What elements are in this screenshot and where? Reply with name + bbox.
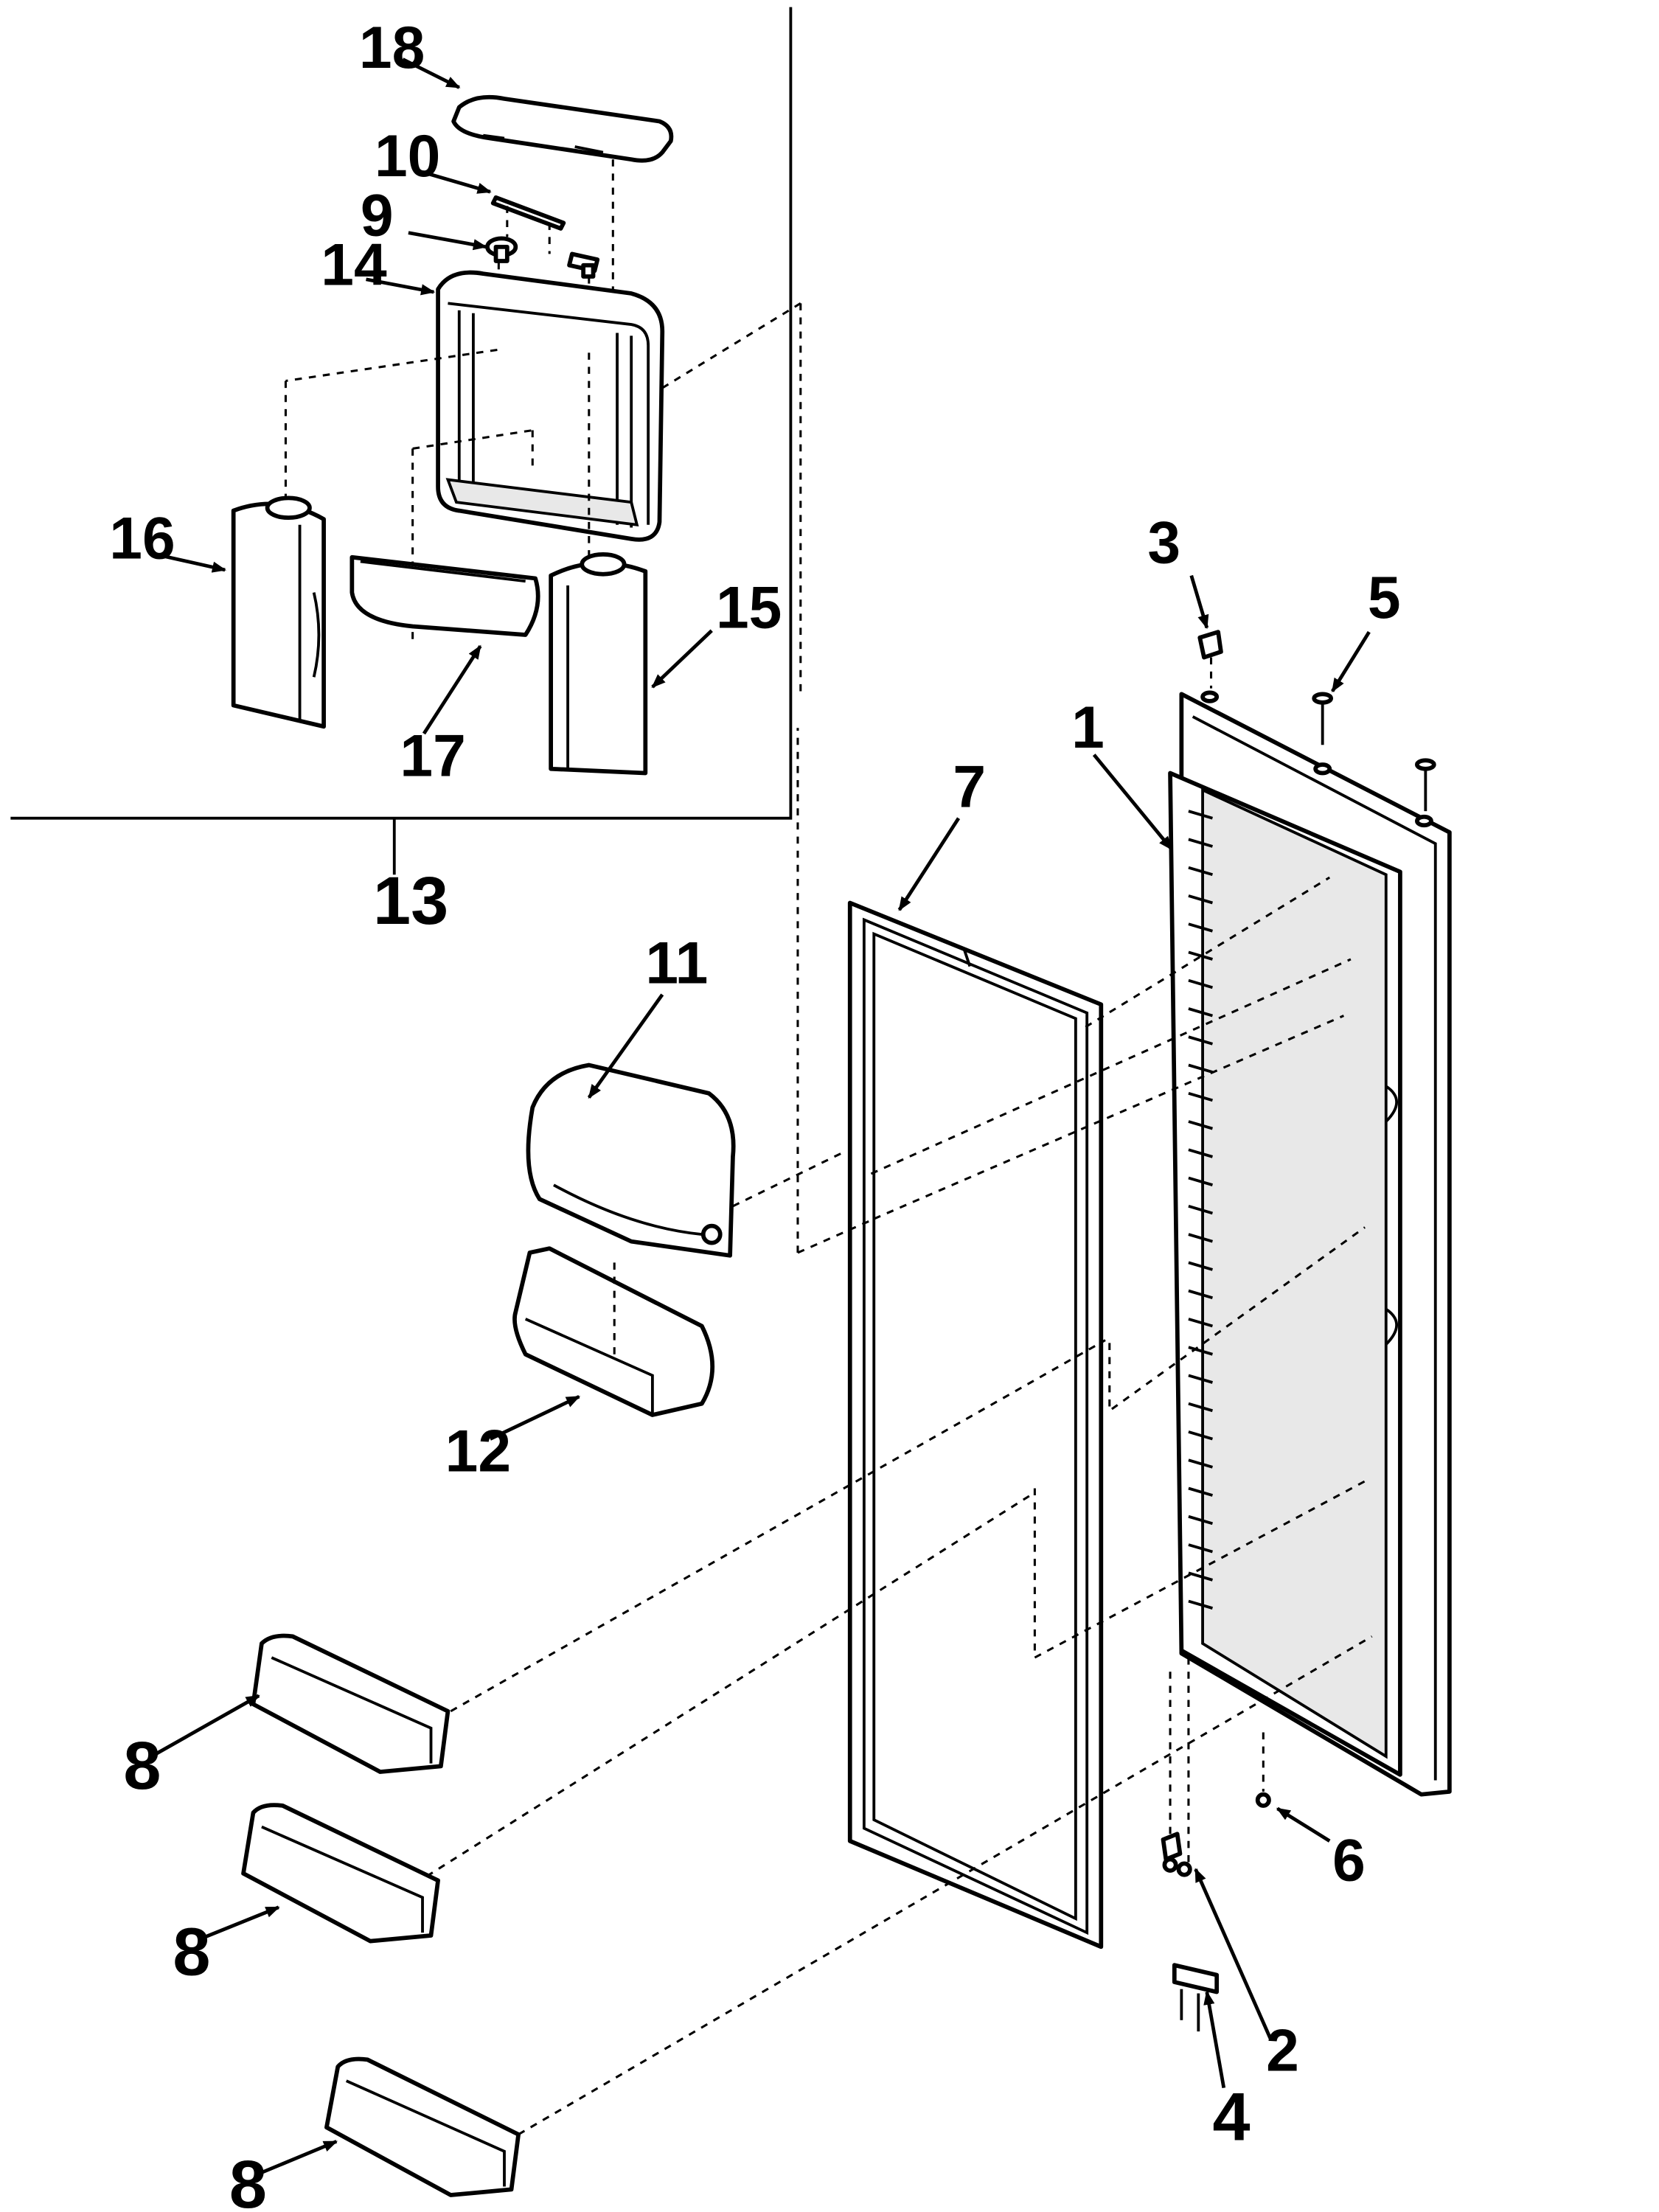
- callout-14: 14: [321, 232, 387, 298]
- callout-18: 18: [359, 15, 425, 81]
- part-8-bin-c: [324, 2056, 521, 2197]
- part-1-door-liner: [1168, 690, 1452, 1797]
- callout-7: 7: [953, 754, 986, 820]
- callout-2: 2: [1266, 2018, 1299, 2084]
- part-8-bin-b: [241, 1803, 440, 1944]
- callout-5: 5: [1368, 565, 1401, 631]
- part-9-knobs: [485, 236, 600, 299]
- part-14-frame: [284, 270, 802, 692]
- door-liner-rails: [1188, 810, 1213, 1610]
- callout-4: 4: [1212, 2079, 1250, 2154]
- callout-6: 6: [1332, 1827, 1366, 1893]
- part-5-screws: [1312, 692, 1436, 812]
- leader-arrows: [150, 58, 1371, 2174]
- part-11-dairy-cover: [526, 1062, 736, 1258]
- part-3-hinge-cap: [1197, 630, 1223, 689]
- part-8-bin-a: [251, 1633, 451, 1774]
- callout-10: 10: [375, 123, 440, 189]
- callout-3: 3: [1147, 509, 1180, 576]
- callout-8-bottom: 8: [229, 2147, 267, 2212]
- callout-13: 13: [373, 863, 448, 939]
- part-10-rod: [490, 195, 566, 254]
- callout-16: 16: [109, 506, 175, 572]
- part-4-hinge-bracket: [1172, 1963, 1220, 2032]
- callout-17: 17: [400, 723, 465, 789]
- part-2-stop: [1161, 1658, 1192, 1877]
- part-12-dairy-bin: [512, 1246, 714, 1417]
- callout-1: 1: [1071, 695, 1105, 761]
- callout-15: 15: [716, 574, 782, 641]
- callout-9: 9: [361, 183, 394, 249]
- part-17-tray: [349, 554, 540, 637]
- part-7-gasket: [847, 900, 1104, 1950]
- part-16-left-bin: [231, 495, 326, 729]
- callout-11: 11: [645, 931, 708, 997]
- callout-8-top: 8: [123, 1728, 161, 1804]
- part-18-lid: [451, 94, 674, 296]
- inset-box-assembly-13: [10, 7, 793, 875]
- callout-8-middle: 8: [173, 1915, 210, 1990]
- callout-labels: 18 10 9 14 16 15 17 13 3 5 1 7 11 12 8 8…: [109, 15, 1400, 2212]
- assembly-guide-lines: [425, 728, 1373, 2136]
- callout-12: 12: [445, 1419, 511, 1485]
- part-6-plug: [1255, 1732, 1271, 1808]
- part-15-right-bin: [549, 552, 648, 776]
